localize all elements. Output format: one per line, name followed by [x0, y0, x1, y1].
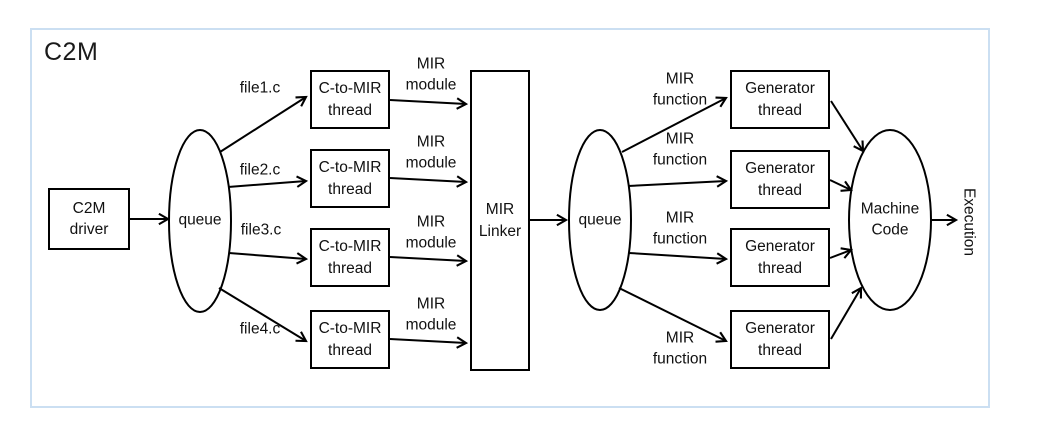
arrow-queue-front-to-thread-4	[218, 287, 308, 343]
node-generator-thread-4-line2: thread	[758, 341, 802, 359]
arrow-queue-back-to-generator-2	[627, 175, 729, 188]
edge-label-mir-function-2-line1: MIR	[665, 130, 695, 148]
node-c-to-mir-thread-2: C-to-MIR thread	[310, 149, 390, 208]
node-c2m-driver-line1: C2M	[72, 199, 106, 217]
edge-label-mir-module-2: MIR module	[406, 132, 457, 175]
node-generator-thread-3: Generator thread	[730, 228, 830, 287]
edge-label-mir-module-1: MIR module	[406, 54, 457, 97]
arrow-thread-4-to-linker	[389, 336, 469, 349]
edge-label-mir-module-3-line1: MIR	[416, 213, 446, 231]
arrow-queue-back-to-generator-1	[621, 96, 728, 153]
node-c-to-mir-thread-2-line1: C-to-MIR	[318, 159, 382, 177]
edge-label-mir-module-2-line1: MIR	[416, 133, 446, 151]
node-generator-thread-3-line2: thread	[758, 259, 802, 277]
arrow-thread-2-to-linker	[389, 175, 469, 188]
node-c-to-mir-thread-3-line2: thread	[328, 259, 372, 277]
node-c-to-mir-thread-4-line2: thread	[328, 341, 372, 359]
edge-label-mir-module-4-line1: MIR	[416, 295, 446, 313]
queue-back-label: queue	[578, 211, 622, 229]
node-mir-linker-line1: MIR	[485, 201, 515, 219]
node-generator-thread-2-line1: Generator	[745, 160, 815, 178]
node-generator-thread-2: Generator thread	[730, 150, 830, 209]
edge-label-file3: file3.c	[240, 221, 282, 239]
edge-label-mir-module-2-line2: module	[405, 155, 457, 172]
diagram-title: C2M	[44, 38, 99, 66]
machine-code-label-line2: Code	[871, 222, 909, 239]
queue-front-label: queue	[178, 211, 222, 229]
edge-label-file2: file2.c	[239, 161, 281, 179]
node-mir-linker: MIR Linker	[470, 70, 530, 371]
edge-label-mir-module-4-line2: module	[405, 317, 457, 334]
arrow-queue-front-to-thread-3	[228, 252, 309, 265]
node-mir-linker-line2: Linker	[478, 222, 522, 240]
arrow-thread-3-to-linker	[389, 254, 469, 267]
edge-label-mir-module-3-line2: module	[405, 235, 457, 252]
edge-label-mir-module-1-line1: MIR	[416, 55, 446, 73]
machine-code-label-line1: Machine	[860, 200, 920, 218]
edge-label-file4: file4.c	[239, 320, 281, 338]
edge-label-mir-function-1-line2: function	[652, 92, 708, 109]
edge-label-mir-function-4: MIR function	[653, 328, 707, 371]
node-generator-thread-2-line2: thread	[758, 181, 802, 199]
execution-label: Execution	[960, 187, 978, 257]
node-c-to-mir-thread-2-line2: thread	[328, 180, 372, 198]
edge-label-file1: file1.c	[239, 79, 281, 97]
node-c-to-mir-thread-1: C-to-MIR thread	[310, 70, 390, 129]
node-c-to-mir-thread-3-line1: C-to-MIR	[318, 238, 382, 256]
node-c-to-mir-thread-1-line2: thread	[328, 101, 372, 119]
arrow-generator-4-to-machine-code	[830, 286, 863, 340]
arrow-generator-3-to-machine-code	[829, 247, 853, 259]
node-c-to-mir-thread-4-line1: C-to-MIR	[318, 320, 382, 338]
node-generator-thread-1: Generator thread	[730, 70, 830, 129]
arrow-thread-1-to-linker	[389, 97, 469, 110]
edge-label-mir-function-4-line2: function	[652, 351, 708, 368]
node-c-to-mir-thread-4: C-to-MIR thread	[310, 310, 390, 369]
arrow-queue-front-to-thread-1	[219, 95, 308, 153]
node-generator-thread-1-line1: Generator	[745, 80, 815, 98]
node-generator-thread-1-line2: thread	[758, 101, 802, 119]
node-generator-thread-4: Generator thread	[730, 310, 830, 369]
node-c2m-driver: C2M driver	[48, 188, 130, 250]
arrow-queue-back-to-generator-3	[628, 252, 729, 265]
edge-label-mir-module-4: MIR module	[406, 294, 457, 337]
edge-label-mir-function-2: MIR function	[653, 129, 707, 172]
edge-label-mir-function-3-line1: MIR	[665, 209, 695, 227]
node-generator-thread-3-line1: Generator	[745, 238, 815, 256]
edge-label-mir-function-3: MIR function	[653, 208, 707, 251]
machine-code-label: Machine Code	[861, 199, 920, 242]
arrow-queue-front-to-thread-2	[227, 175, 309, 188]
edge-label-mir-function-1: MIR function	[653, 69, 707, 112]
arrow-queue-back-to-generator-4	[618, 287, 728, 343]
node-c2m-driver-line2: driver	[69, 221, 109, 238]
node-generator-thread-4-line1: Generator	[745, 320, 815, 338]
edge-label-mir-module-3: MIR module	[406, 212, 457, 255]
node-c-to-mir-thread-1-line1: C-to-MIR	[318, 80, 382, 98]
edge-label-mir-function-2-line2: function	[652, 152, 708, 169]
edge-label-mir-function-3-line2: function	[652, 231, 708, 248]
edge-label-mir-module-1-line2: module	[405, 77, 457, 94]
queue-back-ellipse	[568, 129, 632, 311]
edge-label-mir-function-1-line1: MIR	[665, 70, 695, 88]
edge-label-mir-function-4-line1: MIR	[665, 329, 695, 347]
node-c-to-mir-thread-3: C-to-MIR thread	[310, 228, 390, 287]
arrow-generator-1-to-machine-code	[830, 100, 865, 153]
arrow-generator-2-to-machine-code	[829, 179, 853, 192]
